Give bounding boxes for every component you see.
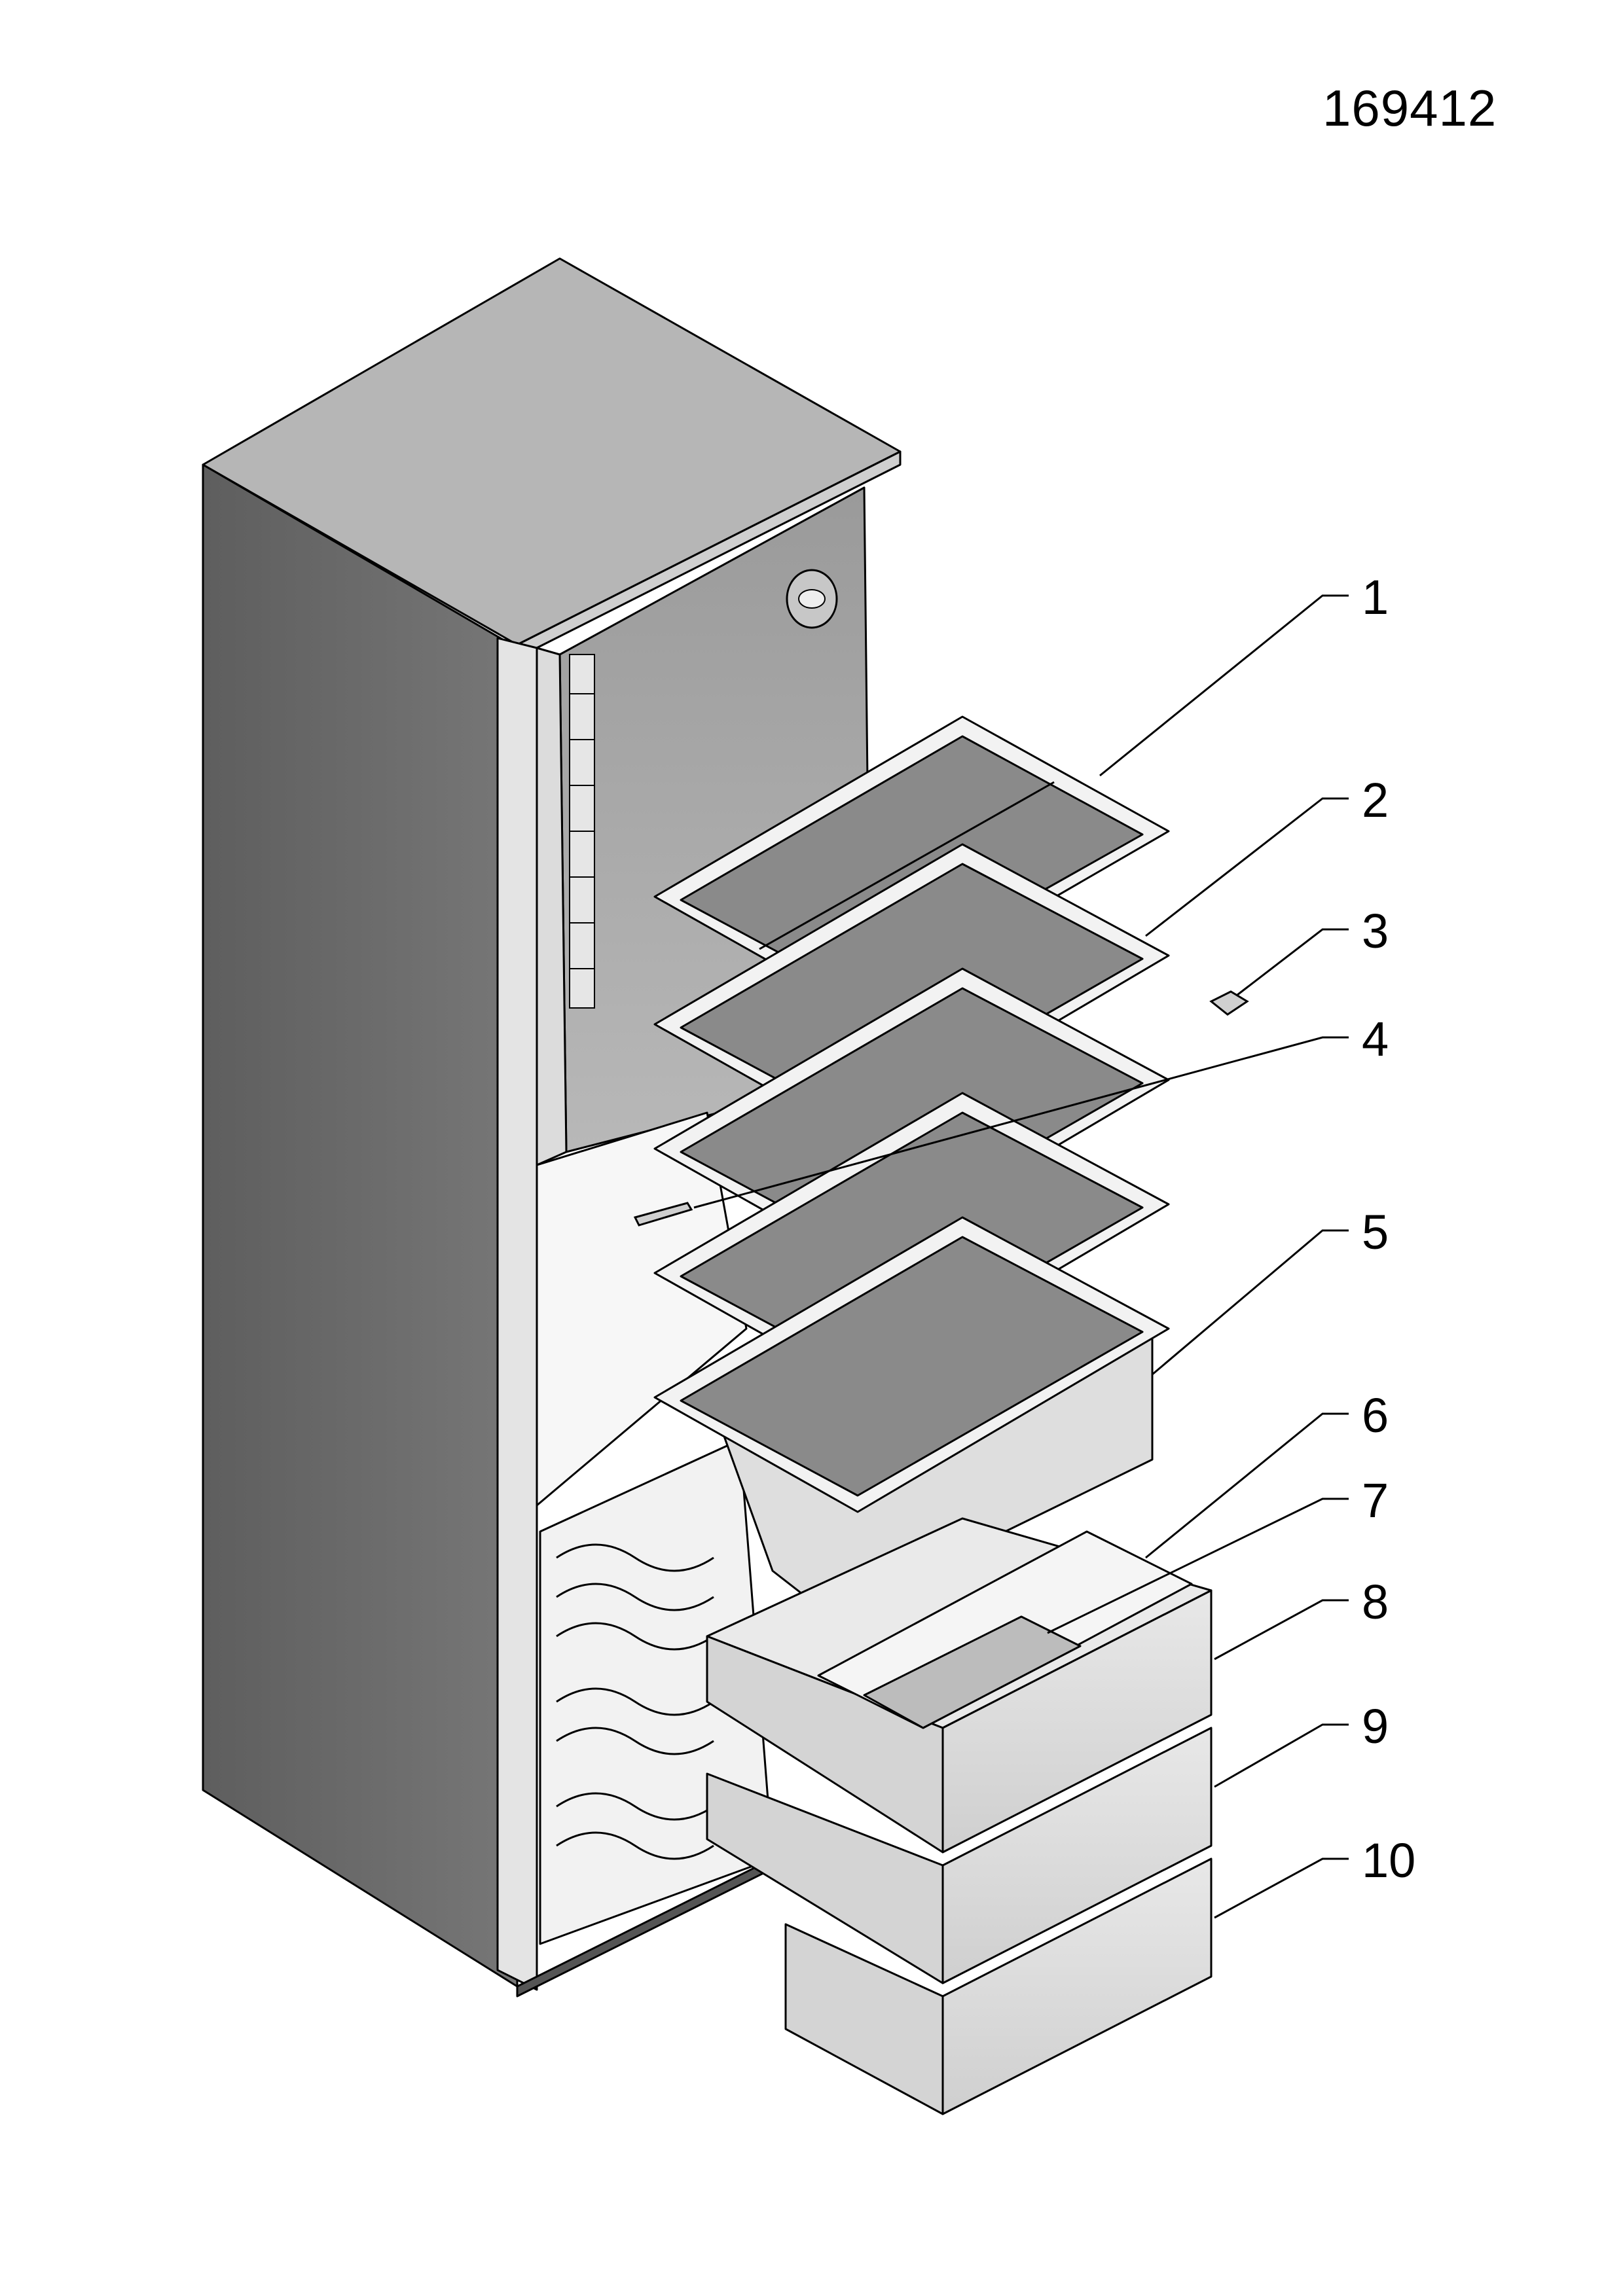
- freezer-drawers: [706, 1517, 1213, 2115]
- coil: [556, 1583, 714, 1611]
- drawer-8-front: [941, 1589, 1213, 1854]
- document-number: 169412: [1322, 79, 1497, 137]
- glass-shelves: [653, 715, 1170, 1618]
- callout-1: 1: [1362, 570, 1389, 624]
- freezer-coils: [556, 1543, 714, 1860]
- callout-2: 2: [1362, 773, 1389, 827]
- pin-body: [633, 1202, 693, 1227]
- cabinet-left-side: [202, 463, 519, 1988]
- leader-line-2: [1145, 797, 1349, 937]
- shelf-supports: [569, 654, 595, 1009]
- clip-body: [1209, 990, 1249, 1016]
- leader-line-3: [1237, 928, 1349, 996]
- part-4-pin: [633, 1202, 693, 1227]
- leader-line-9: [1214, 1723, 1349, 1788]
- compartment-divider: [536, 1111, 748, 1507]
- leader-line-7: [1047, 1498, 1349, 1634]
- coil: [556, 1792, 714, 1821]
- shelf-1-split: [759, 781, 1055, 950]
- callout-numbers: 1 2 3 4 5 6 7 8 9 10: [1362, 570, 1415, 1888]
- fridge-left-inner-wall: [536, 647, 568, 1166]
- drawer-10-front: [941, 1857, 1213, 2115]
- callouts: [693, 594, 1349, 1919]
- callout-5: 5: [1362, 1205, 1389, 1259]
- coil: [556, 1622, 714, 1651]
- callout-8: 8: [1362, 1575, 1389, 1629]
- part-3-clip: [1209, 990, 1249, 1016]
- callout-6: 6: [1362, 1388, 1389, 1443]
- leader-line-1: [1099, 594, 1349, 777]
- drawer-9-front: [941, 1727, 1213, 1984]
- leader-line-5: [1152, 1229, 1349, 1376]
- leader-line-6: [1145, 1412, 1349, 1559]
- shelf-5-glass: [680, 1236, 1144, 1497]
- leader-line-10: [1214, 1857, 1349, 1919]
- light-housing-inner: [798, 589, 826, 609]
- coil: [556, 1687, 714, 1716]
- coil: [556, 1727, 714, 1755]
- leader-line-4: [693, 1036, 1349, 1209]
- callout-7: 7: [1362, 1473, 1389, 1528]
- coil: [556, 1543, 714, 1572]
- cabinet-front-frame: [496, 637, 538, 1991]
- ice-cube-tray: [863, 1615, 1082, 1729]
- coil: [556, 1831, 714, 1860]
- callout-10: 10: [1362, 1833, 1415, 1888]
- callout-4: 4: [1362, 1012, 1389, 1066]
- leader-line-8: [1214, 1599, 1349, 1660]
- callout-9: 9: [1362, 1699, 1389, 1753]
- callout-3: 3: [1362, 904, 1389, 958]
